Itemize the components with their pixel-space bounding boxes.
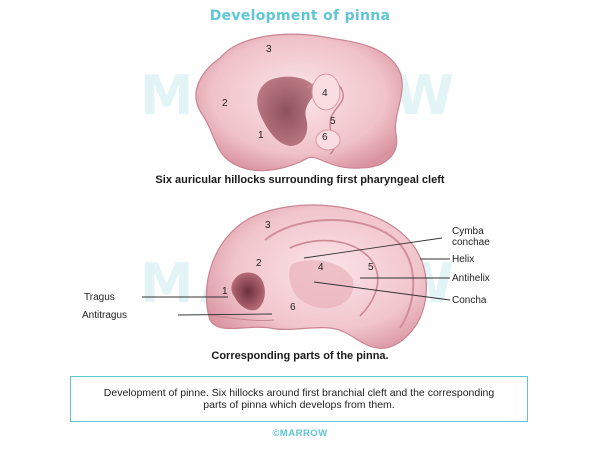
lobule-line: [209, 314, 275, 322]
hillock-2-label: 2: [222, 98, 228, 109]
hillock-5-label: 5: [330, 116, 336, 127]
antihelix-label: Antihelix: [452, 273, 490, 284]
pharyngeal-cleft: [257, 76, 316, 146]
antitragus-label: Antitragus: [82, 310, 127, 321]
figure2-caption: Corresponding parts of the pinna.: [211, 350, 389, 362]
antihelix-ridge: [289, 239, 379, 317]
hillock-1-label: 1: [222, 286, 228, 297]
hillock-1-label: 1: [258, 130, 264, 141]
page-title: Development of pinna: [209, 8, 391, 24]
hillocks-figure: 3 2 1 4 5 6: [195, 33, 403, 172]
hillock-3-label: 3: [265, 220, 271, 231]
cymba-conchae-label-line2: conchae: [452, 237, 490, 248]
ear-canal: [231, 272, 265, 311]
tragus-label: Tragus: [84, 292, 115, 303]
footer-brand: ©MARROW: [272, 428, 328, 439]
cymba-conchae-label: Cymba: [452, 226, 484, 237]
hillock-4-label: 4: [322, 88, 328, 99]
hillock-2-label: 2: [256, 258, 262, 269]
helix-label: Helix: [452, 254, 474, 265]
hillock-6-shape: [315, 129, 341, 151]
helix-rim: [264, 219, 415, 329]
pinna-figure: 3 2 1 4 5 6 Tragus Antitragus Cymba conc…: [82, 204, 490, 349]
hillock-6-label: 6: [290, 302, 296, 313]
hillock-4-shape: [311, 73, 341, 111]
hillock-4-label: 4: [318, 262, 324, 273]
concha-bowl: [289, 260, 354, 309]
figure1-caption: Six auricular hillocks surrounding first…: [155, 174, 445, 186]
description-box: Development of pinne. Six hillocks aroun…: [70, 376, 528, 422]
hillock-6-label: 6: [322, 132, 328, 143]
hillock-3-label: 3: [266, 44, 272, 55]
description-text: Development of pinne. Six hillocks aroun…: [103, 387, 495, 411]
concha-label: Concha: [452, 295, 487, 306]
leader-lines: [142, 237, 451, 316]
hillock-5-label: 5: [368, 262, 374, 273]
